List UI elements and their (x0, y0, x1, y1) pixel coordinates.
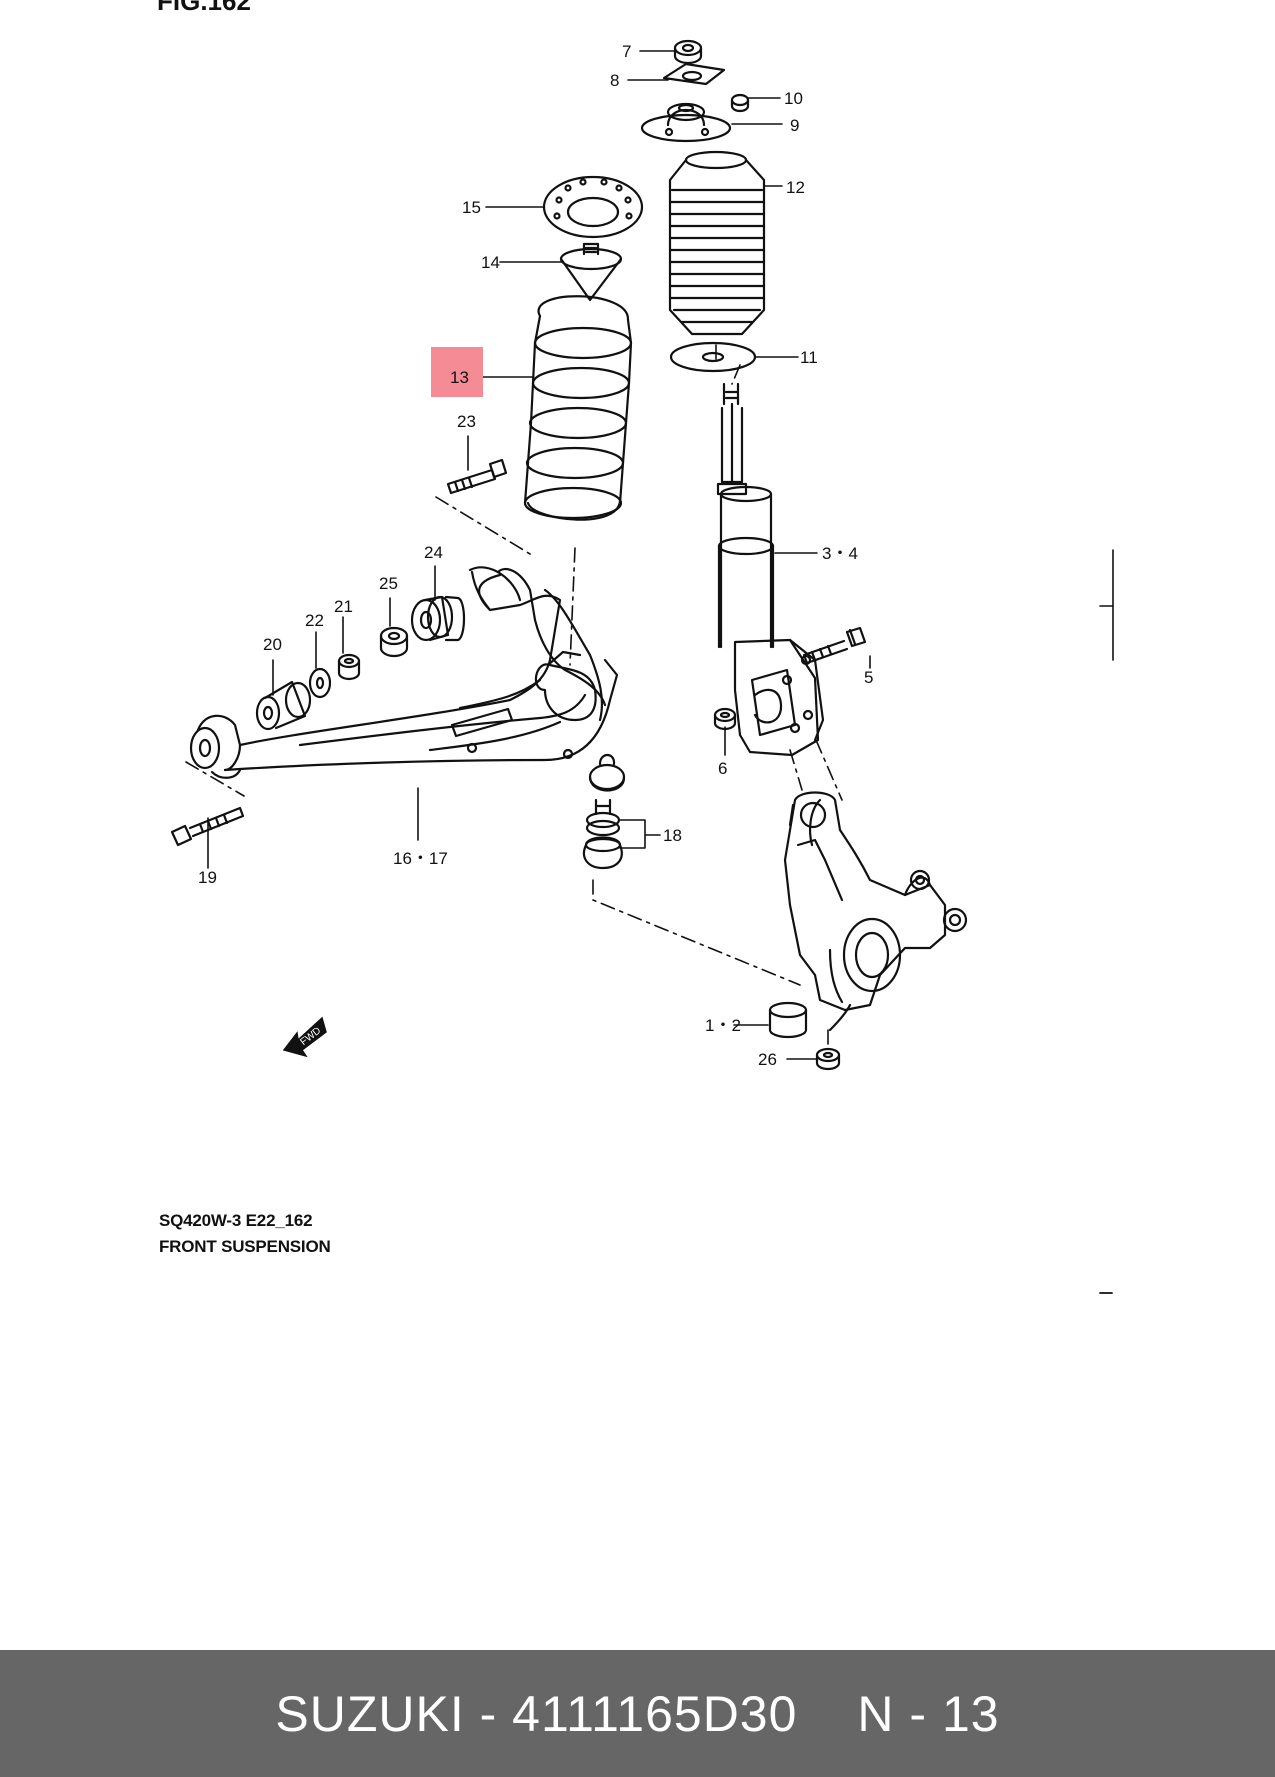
part-19-bolt[interactable] (170, 806, 245, 847)
footer-text: SUZUKI - 4111165D30 N - 13 (275, 1685, 999, 1743)
figure-name: FRONT SUSPENSION (159, 1237, 331, 1256)
callout-14[interactable]: 14 (481, 253, 500, 272)
part-23-bolt[interactable] (446, 458, 508, 495)
callout-3-4[interactable]: 3・4 (822, 544, 858, 563)
part-13-coil-spring[interactable] (523, 295, 633, 521)
highlight-box-13 (431, 347, 483, 397)
callout-leaders (207, 50, 871, 1060)
part-16-17-control-arm[interactable] (189, 566, 626, 792)
part-5-bolt[interactable] (802, 626, 867, 665)
part-12-dust-boot[interactable] (668, 150, 766, 336)
part-3-4-shock-absorber[interactable] (716, 382, 825, 757)
callout-26[interactable]: 26 (758, 1050, 777, 1069)
callout-15[interactable]: 15 (462, 198, 481, 217)
callout-10[interactable]: 10 (784, 89, 803, 108)
callout-24[interactable]: 24 (424, 543, 443, 562)
part-20-bushing[interactable] (255, 680, 312, 731)
part-14-bump-stop[interactable] (559, 242, 623, 302)
part-7-nut[interactable] (673, 39, 703, 65)
part-22-washer[interactable] (308, 667, 332, 699)
callout-13[interactable]: 13 (450, 368, 469, 387)
callout-25[interactable]: 25 (379, 574, 398, 593)
brand-part-number: SUZUKI - 4111165D30 (275, 1685, 798, 1742)
callout-20[interactable]: 20 (263, 635, 282, 654)
figure-title: FIG.162 (157, 0, 251, 16)
callout-7[interactable]: 7 (622, 42, 631, 61)
callout-21[interactable]: 21 (334, 597, 353, 616)
callout-5[interactable]: 5 (864, 668, 873, 687)
part-24-bushing[interactable] (410, 595, 466, 642)
part-8-washer[interactable] (662, 62, 726, 86)
callout-1-2[interactable]: 1・2 (705, 1016, 741, 1035)
lower-bump-stop (534, 650, 597, 722)
part-11-washer[interactable] (669, 341, 757, 373)
steering-knuckle[interactable] (783, 791, 968, 1032)
part-26-nut[interactable] (815, 1047, 841, 1071)
figure-code: SQ420W-3 E22_162 (159, 1211, 313, 1230)
crop-mark (1099, 549, 1114, 661)
callout-6[interactable]: 6 (718, 759, 727, 778)
footer-bar: SUZUKI - 4111165D30 N - 13 (0, 1650, 1275, 1777)
position-code: N - 13 (857, 1685, 1000, 1742)
callout-12[interactable]: 12 (786, 178, 805, 197)
callout-16-17[interactable]: 16・17 (393, 849, 448, 868)
suspension-drawing: 7 8 10 9 12 11 15 14 13 23 3・4 24 25 21 … (170, 39, 1114, 1294)
part-1-2-bushing[interactable] (768, 1001, 808, 1039)
part-21-nut[interactable] (337, 653, 361, 681)
callout-labels: 7 8 10 9 12 11 15 14 13 23 3・4 24 25 21 … (198, 42, 873, 1069)
part-15-spring-seat[interactable] (542, 175, 644, 239)
part-10-nut[interactable] (730, 93, 750, 113)
part-6-nut[interactable] (713, 707, 737, 731)
assembly-guide-lines (185, 344, 843, 1046)
callout-18[interactable]: 18 (663, 826, 682, 845)
callout-8[interactable]: 8 (610, 71, 619, 90)
callout-22[interactable]: 22 (305, 611, 324, 630)
callout-19[interactable]: 19 (198, 868, 217, 887)
callout-23[interactable]: 23 (457, 412, 476, 431)
part-25-nut[interactable] (379, 626, 409, 658)
callout-11[interactable]: 11 (800, 348, 818, 367)
fwd-arrow-icon: FWD (282, 1016, 327, 1058)
part-9-strut-mount[interactable] (640, 102, 732, 143)
callout-9[interactable]: 9 (790, 116, 799, 135)
part-18-ball-joint-boot[interactable] (582, 798, 623, 870)
parts-diagram: 7 8 10 9 12 11 15 14 13 23 3・4 24 25 21 … (170, 39, 1114, 1294)
